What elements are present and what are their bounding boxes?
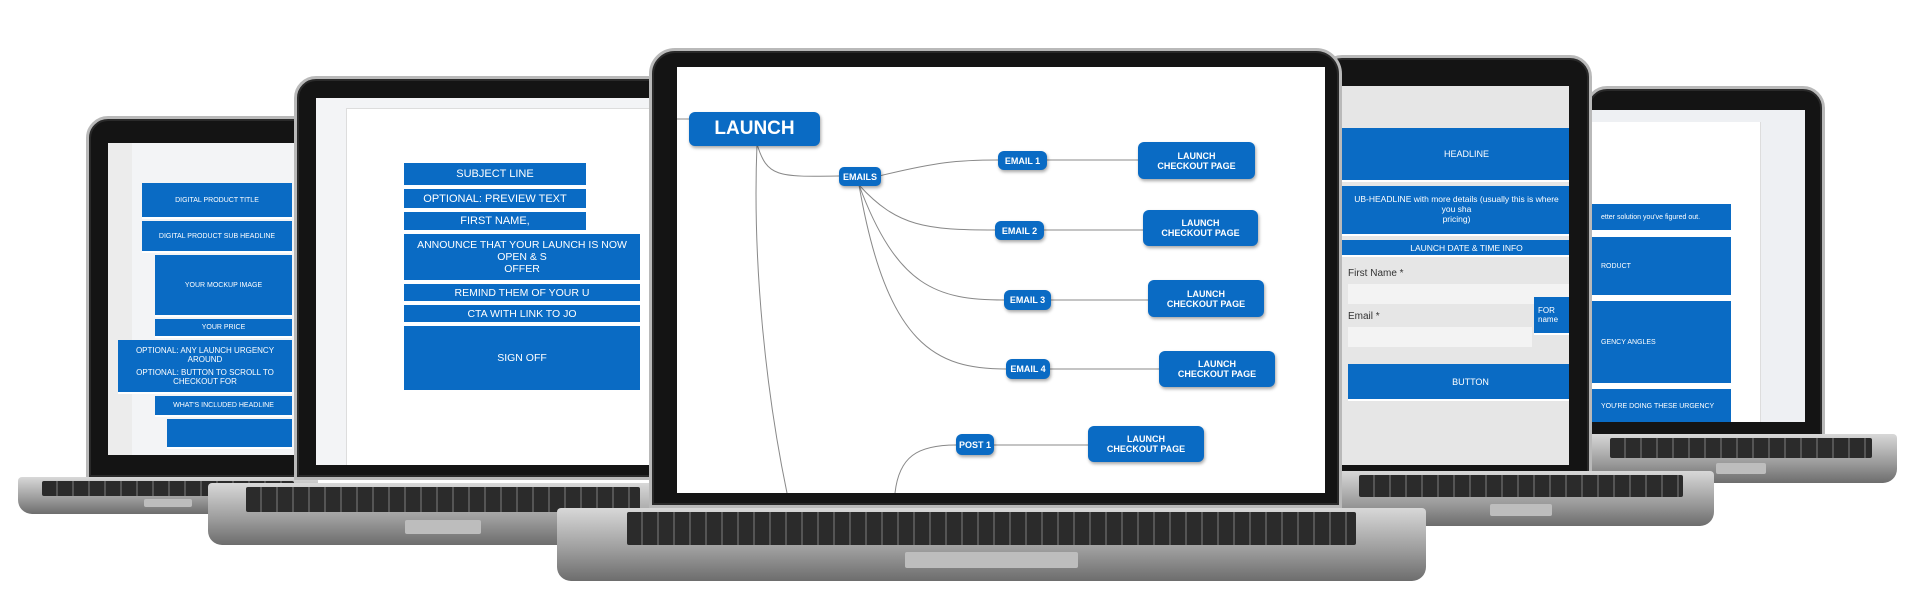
subheadline-text: UB-HEADLINE with more details (usually t… [1354, 194, 1559, 215]
urgency-block: OPTIONAL: ANY LAUNCH URGENCY AROUND OPTI… [118, 340, 292, 394]
checkout-node-3[interactable]: LAUNCH CHECKOUT PAGE [1148, 280, 1264, 317]
optin-screen: HEADLINE UB-HEADLINE with more details (… [1334, 86, 1569, 465]
email-2-node[interactable]: EMAIL 2 [995, 221, 1044, 240]
remind-block: REMIND THEM OF YOUR U [404, 284, 640, 303]
announce-text-2: OFFER [504, 263, 540, 276]
side-box: FOR name [1534, 297, 1569, 335]
mockup-image-block: YOUR MOCKUP IMAGE [155, 255, 292, 317]
mindmap-screen: LAUNCH EMAILS EMAIL 1 EMAIL 2 EMAIL 3 EM… [677, 67, 1325, 493]
mindmap-connectors [677, 118, 1159, 493]
subject-line-block: SUBJECT LINE [404, 163, 586, 187]
email-3-node[interactable]: EMAIL 3 [1004, 290, 1051, 310]
first-name-block: FIRST NAME, [404, 212, 586, 232]
sales-block-4: YOU'RE DOING THESE URGENCY [1591, 389, 1731, 422]
launch-node[interactable]: LAUNCH [689, 112, 820, 146]
side-box-text: FOR [1538, 306, 1555, 315]
announce-text: ANNOUNCE THAT YOUR LAUNCH IS NOW OPEN & … [417, 238, 627, 263]
product-title-block: DIGITAL PRODUCT TITLE [142, 183, 292, 219]
product-subheadline-block: DIGITAL PRODUCT SUB HEADLINE [142, 221, 292, 253]
sales-block-2: RODUCT [1591, 237, 1731, 297]
content-block [167, 419, 292, 449]
cta-block: CTA WITH LINK TO JO [404, 305, 640, 324]
included-headline-block: WHAT'S INCLUDED HEADLINE [155, 396, 292, 417]
side-box-text-2: name [1538, 315, 1559, 324]
post-1-node[interactable]: POST 1 [956, 434, 994, 455]
sales-page-screen: etter solution you've figured out. RODUC… [1591, 110, 1805, 422]
sales-block-3: GENCY ANGLES [1591, 301, 1731, 385]
email-label: Email * [1348, 311, 1380, 322]
first-name-input[interactable] [1348, 284, 1569, 304]
subheadline-block: UB-HEADLINE with more details (usually t… [1334, 186, 1569, 236]
emails-node[interactable]: EMAILS [839, 167, 881, 186]
sign-off-block: SIGN OFF [404, 326, 640, 392]
product-page-screen: DIGITAL PRODUCT TITLE DIGITAL PRODUCT SU… [108, 143, 318, 455]
email-1-node[interactable]: EMAIL 1 [998, 151, 1047, 170]
preview-text-block: OPTIONAL: PREVIEW TEXT [404, 189, 586, 210]
checkout-node-2[interactable]: LAUNCH CHECKOUT PAGE [1143, 210, 1258, 246]
checkout-node-5[interactable]: LAUNCH CHECKOUT PAGE [1088, 426, 1204, 462]
email-input[interactable] [1348, 327, 1532, 347]
price-block: YOUR PRICE [155, 319, 292, 338]
headline-block: HEADLINE [1334, 128, 1569, 182]
announce-block: ANNOUNCE THAT YOUR LAUNCH IS NOW OPEN & … [404, 234, 640, 282]
checkout-node-1[interactable]: LAUNCH CHECKOUT PAGE [1138, 142, 1255, 179]
sales-block-1: etter solution you've figured out. [1591, 204, 1731, 232]
first-name-label: First Name * [1348, 268, 1404, 279]
checkout-node-4[interactable]: LAUNCH CHECKOUT PAGE [1159, 351, 1275, 387]
launch-date-block: LAUNCH DATE & TIME INFO [1334, 240, 1569, 257]
subheadline-text-2: pricing) [1442, 213, 1471, 224]
optin-button[interactable]: BUTTON [1348, 364, 1569, 401]
urgency-text: OPTIONAL: ANY LAUNCH URGENCY AROUND [135, 345, 275, 364]
email-screen: SUBJECT LINE OPTIONAL: PREVIEW TEXT FIRS… [316, 98, 676, 465]
scroll-button-text: OPTIONAL: BUTTON TO SCROLL TO CHECKOUT F… [136, 368, 274, 387]
email-4-node[interactable]: EMAIL 4 [1006, 359, 1050, 379]
